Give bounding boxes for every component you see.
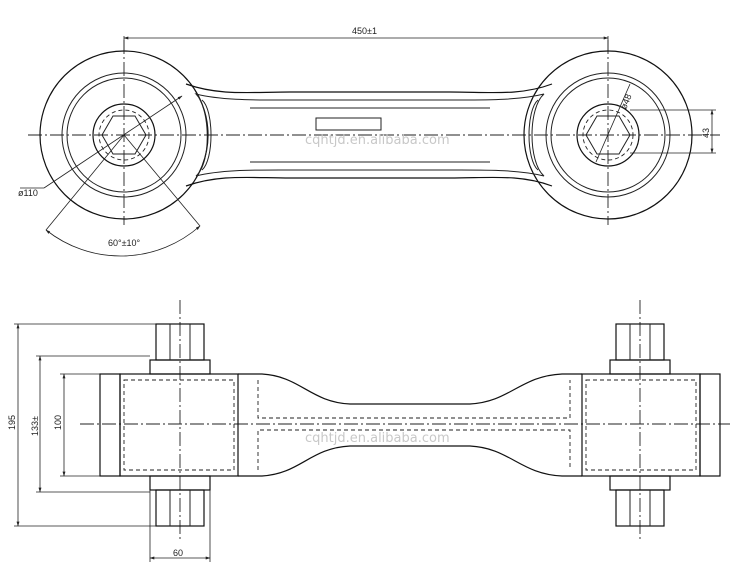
dim-offset-label: 43 xyxy=(701,128,711,138)
dim-angle-label: 60°±10° xyxy=(108,238,141,248)
rod-side-bottom-edge xyxy=(238,445,582,477)
right-boss-mid-circle xyxy=(545,72,671,198)
right-hole-hidden-circle xyxy=(582,109,634,161)
top-view: 450±1 ø110 60°±10° ø48 43 cqhtjd.en.alib… xyxy=(18,26,720,257)
left-boss-outer-circle xyxy=(39,50,209,220)
dim-total-height-label: 195 xyxy=(7,415,17,430)
right-hexagon xyxy=(585,115,631,155)
right-end-hidden xyxy=(585,379,697,471)
right-end-flange xyxy=(699,373,721,477)
dim-length-label: 450±1 xyxy=(352,26,377,36)
dim-bore-diameter-label: ø110 xyxy=(18,188,38,198)
top-watermark: cqhtjd.en.alibaba.com xyxy=(305,133,450,148)
nameplate-rectangle xyxy=(315,117,382,131)
rod-side-hidden-top xyxy=(257,380,571,419)
right-bolt-bottom xyxy=(615,489,665,527)
rod-pocket-left-fillet xyxy=(201,99,212,171)
dim-inner-height-label: 100 xyxy=(53,415,63,430)
right-bolt-top xyxy=(615,323,665,361)
left-hexagon xyxy=(101,115,147,155)
left-bore-circle xyxy=(92,103,156,167)
dim-angle-ray-right xyxy=(123,134,201,227)
right-bore-circle xyxy=(576,103,640,167)
right-end-body xyxy=(581,373,701,477)
dim-hole-leader xyxy=(595,83,631,163)
side-view: 195 133± 100 60 cqhtjd.en.alibaba.com xyxy=(7,300,730,562)
right-boss-ring-circle xyxy=(550,77,666,193)
left-bolt-bottom xyxy=(155,489,205,527)
rod-pocket-right-fillet xyxy=(528,99,539,171)
dim-outer-height-label: 133± xyxy=(30,416,40,436)
left-end-hidden xyxy=(123,379,235,471)
right-boss-outer-circle xyxy=(523,50,693,220)
rod-bottom-edge xyxy=(185,176,553,187)
rod-inner-pocket xyxy=(194,93,545,177)
left-bolt-top xyxy=(155,323,205,361)
dim-hole-diameter-label: ø48 xyxy=(619,93,634,111)
left-hole-hidden-circle xyxy=(98,109,150,161)
rod-side-hidden-bottom xyxy=(257,429,571,470)
side-watermark: cqhtjd.en.alibaba.com xyxy=(305,431,450,446)
dim-angle-arc xyxy=(45,225,201,257)
left-end-body xyxy=(119,373,239,477)
left-boss-ring-circle xyxy=(66,77,182,193)
rod-top-edge xyxy=(185,83,553,94)
rod-side-top-edge xyxy=(238,373,582,405)
dim-bore-leader xyxy=(43,95,183,189)
left-end-flange xyxy=(99,373,121,477)
dim-angle-ray-left xyxy=(45,134,125,231)
left-boss-mid-circle xyxy=(61,72,187,198)
dim-boss-width-label: 60 xyxy=(173,548,183,558)
